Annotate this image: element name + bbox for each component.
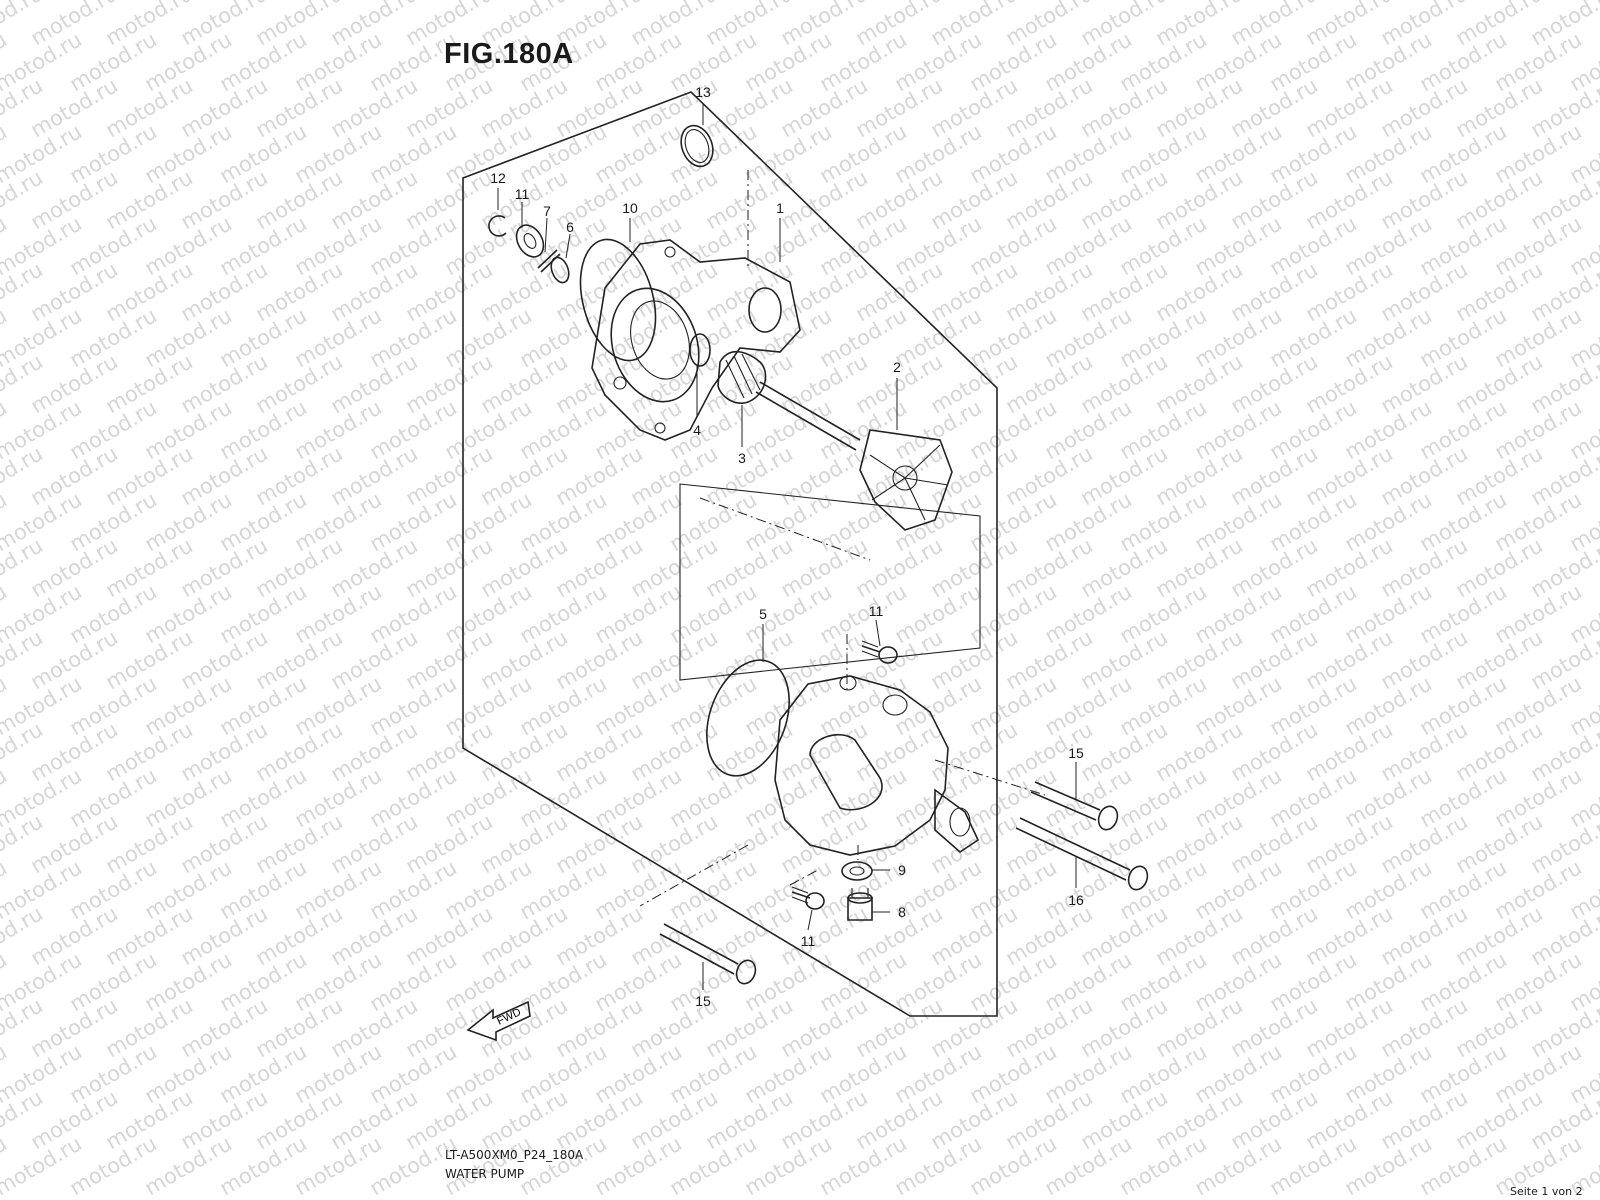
callout-15-left: 15: [695, 993, 711, 1009]
callout-2: 2: [893, 359, 901, 375]
callout-15-right: 15: [1068, 745, 1084, 761]
page-info: Seite 1 von 2: [1510, 1185, 1583, 1198]
figure-title: FIG.180A: [444, 38, 574, 70]
callout-9: 9: [898, 862, 906, 878]
callout-11-top: 11: [869, 603, 884, 619]
figure-caption: WATER PUMP: [445, 1167, 525, 1181]
callout-3: 3: [738, 450, 746, 466]
callout-8: 8: [898, 904, 906, 920]
callout-4: 4: [693, 422, 701, 438]
callout-7: 7: [543, 203, 551, 219]
callout-10: 10: [622, 200, 638, 216]
callout-16: 16: [1068, 892, 1084, 908]
callout-12: 11: [515, 186, 530, 202]
callout-1: 1: [776, 200, 784, 216]
callout-13: 12: [490, 170, 506, 186]
callout-11-bottom: 11: [801, 933, 816, 949]
callout-6: 6: [566, 219, 574, 235]
model-code: LT-A500XM0_P24_180A: [445, 1148, 584, 1162]
callout-5: 5: [759, 606, 767, 622]
callout-14: 13: [695, 84, 711, 100]
